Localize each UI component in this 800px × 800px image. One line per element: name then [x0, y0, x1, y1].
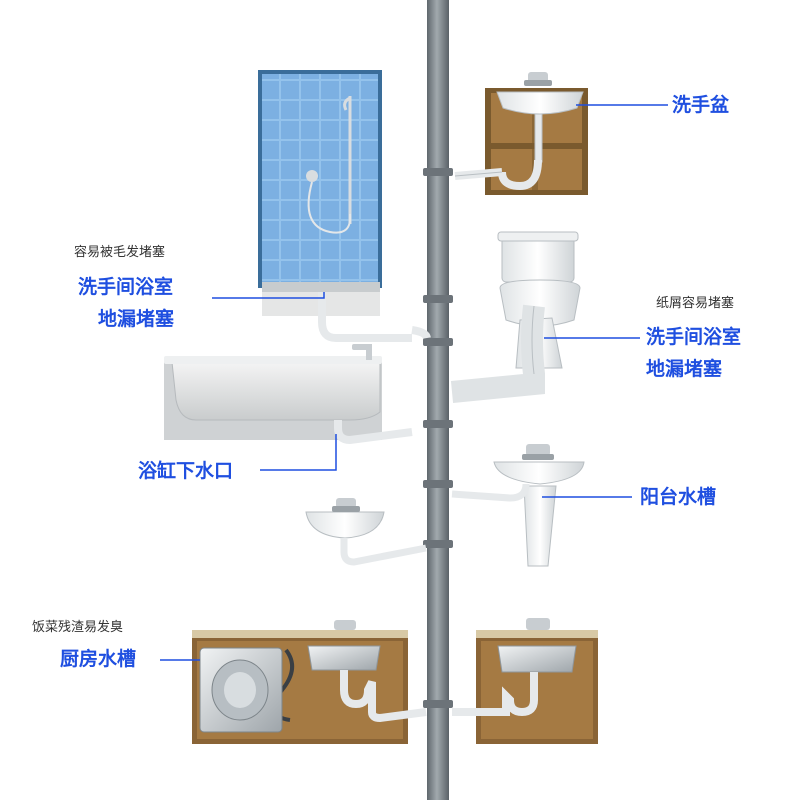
note-toilet: 纸屑容易堵塞: [656, 296, 735, 311]
washbasin-icon: [454, 72, 588, 195]
wall-sink-icon: [305, 498, 427, 566]
shower-icon: [258, 70, 431, 342]
label-toilet-line2: 地漏堵塞: [646, 358, 723, 380]
vent-stack-pipe: [423, 0, 453, 800]
toilet-icon: [450, 231, 581, 403]
label-toilet-line1: 洗手间浴室: [646, 326, 742, 348]
label-shower-line2: 地漏堵塞: [98, 308, 175, 330]
label-bathtub: 浴缸下水口: [138, 460, 234, 482]
pedestal-sink-icon: [451, 444, 585, 567]
kitchen-sink-icon: [452, 618, 598, 744]
note-kitchen: 饭菜残渣易发臭: [32, 620, 124, 635]
label-kitchen: 厨房水槽: [60, 648, 137, 670]
bathtub-icon: [164, 344, 413, 445]
washing-machine-icon: [199, 647, 283, 733]
label-shower-line1: 洗手间浴室: [78, 276, 174, 298]
note-shower: 容易被毛发堵塞: [74, 245, 166, 260]
label-washbasin: 洗手盆: [672, 94, 730, 116]
label-balcony: 阳台水槽: [640, 486, 717, 508]
